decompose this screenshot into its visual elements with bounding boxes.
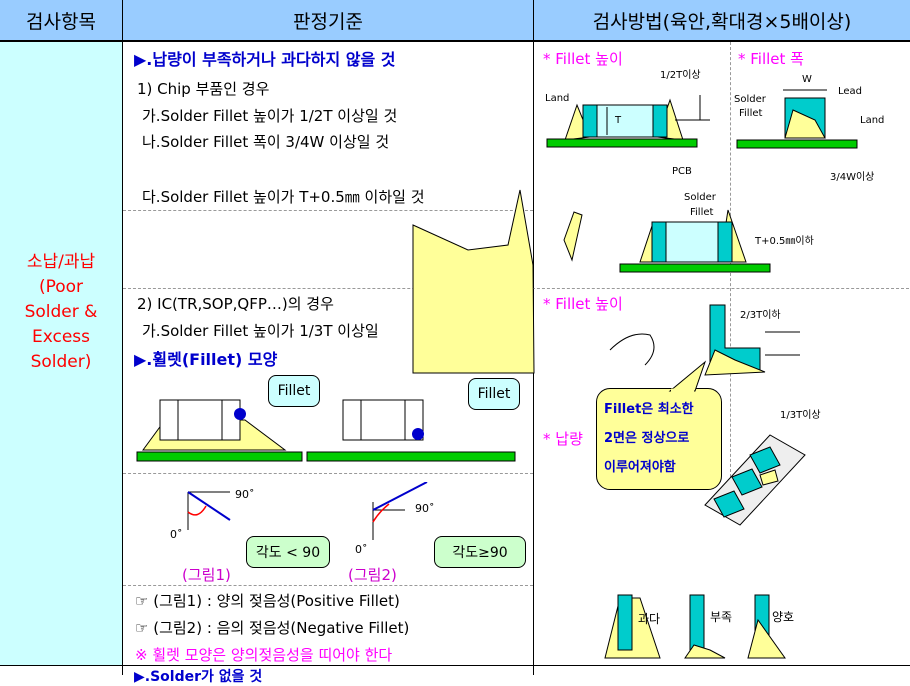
method-fillet-height-2: * Fillet 높이 [543,295,623,313]
callout-line-2: 2면은 정상으로 [604,431,690,446]
lead-examples [604,594,786,659]
category-label: 소납/과납 (Poor Solder & Excess Solder) [0,250,122,375]
ic-heading: 2) IC(TR,SOP,QFP…)의 경우 [137,295,334,313]
header-criteria: 판정기준 [123,0,533,42]
category-line-1: 소납/과납 [26,252,96,272]
label-two-third: 2/3T이하 [740,310,781,321]
angle-0-label-1: 0˚ [170,528,183,541]
row-dash-4 [123,585,533,586]
label-t: T [615,115,622,126]
angle-bubble-lt90: 각도 < 90 [246,536,330,568]
row-dash-3 [123,473,533,474]
label-solder-fillet-2: Fillet [739,108,763,119]
chip-height-diagram [546,95,710,148]
fillet-bubble-2-label: Fillet [477,386,511,402]
ic-criterion-a: 가.Solder Fillet 높이가 1/3T 이상일 [142,322,379,340]
note-3: ※ 휠렛 모양은 양의젖음성을 띠어야 한다 [135,646,393,664]
fillet-bubble-2: Fillet [468,378,520,410]
category-line-4: Excess [31,327,91,347]
header-inspection-item-label: 검사항목 [26,10,96,33]
label-pcb: PCB [672,166,692,177]
figure-1-label: (그림1) [182,566,231,584]
header-criteria-label: 판정기준 [293,10,363,33]
label-w: W [802,74,812,85]
column-divider-1 [122,0,123,675]
label-solder: Solder [684,192,716,203]
method-solder-amount: * 납량 [543,430,583,448]
chip-excess-diagram [563,209,771,273]
fillet-bubble-1-label: Fillet [277,383,311,399]
category-line-2: (Poor [38,277,84,297]
angle-90-label-1: 90˚ [235,488,255,501]
label-three-quarter-w: 3/4W이상 [830,172,875,183]
angle-bubble-lt90-label: 각도 < 90 [255,545,321,561]
angle-90-label-2: 90˚ [415,502,435,515]
label-lack: 부족 [710,610,733,624]
chip-width-diagram [736,89,858,149]
criteria-title-1: ▶.납량이 부족하거나 과다하지 않을 것 [134,50,396,69]
header-inspection-item: 검사항목 [0,0,122,42]
label-t-plus: T+0.5㎜이하 [755,236,814,247]
row-dash-1 [123,210,533,211]
callout-tail [668,360,707,392]
angle-0-label-2: 0˚ [355,543,368,556]
method-fillet-height: * Fillet 높이 [543,50,623,68]
callout-line-1: Fillet은 최소한 [604,402,694,417]
note-1: ☞ (그림1) : 양의 젖음성(Positive Fillet) [135,592,400,610]
header-method-label: 검사방법(육안,확대경×5배이상) [592,10,852,33]
category-line-3: Solder & [24,302,98,322]
callout-bubble [596,388,722,490]
note-2: ☞ (그림2) : 음의 젖음성(Negative Fillet) [135,619,410,637]
chip-criterion-c: 다.Solder Fillet 높이가 T+0.5㎜ 이하일 것 [142,188,425,206]
label-fillet: Fillet [690,207,714,218]
chip-criterion-b: 나.Solder Fillet 폭이 3/4W 이상일 것 [142,133,390,151]
label-solder-fillet-1: Solder [734,94,766,105]
chip-heading: 1) Chip 부품인 경우 [137,80,270,98]
fillet-figure-positive [136,399,303,462]
label-one-third: 1/3T이상 [780,410,821,421]
fillet-shape-overlay [412,189,535,374]
next-row-title: ▶.Solder가 없을 것 [134,669,263,685]
label-good: 양호 [772,610,795,624]
label-half-t: 1/2T이상 [660,70,701,81]
row-divider-bottom [0,665,910,666]
label-lead: Lead [838,86,863,97]
method-fillet-width: * Fillet 폭 [738,50,804,68]
fillet-bubble-1: Fillet [268,375,320,407]
criteria-title-2: ▶.휠렛(Fillet) 모양 [134,350,278,369]
label-land-2: Land [860,115,885,126]
angle-bubble-ge90: 각도≥90 [434,536,526,568]
angle-figure-2 [372,482,428,540]
figure-2-label: (그림2) [348,566,397,584]
category-cell [0,42,122,665]
fillet-figure-negative [306,399,516,462]
angle-bubble-ge90-label: 각도≥90 [452,545,508,561]
pad-3d-illustration [704,434,806,526]
category-line-5: Solder) [30,352,92,372]
header-method: 검사방법(육안,확대경×5배이상) [534,0,910,42]
label-excess: 과다 [638,612,661,626]
angle-figure-1 [187,491,231,530]
callout-line-3: 이루어져야함 [604,460,676,475]
label-land-1: Land [545,93,570,104]
chip-criterion-a: 가.Solder Fillet 높이가 1/2T 이상일 것 [142,107,398,125]
ic-lead-diagram [609,304,800,376]
